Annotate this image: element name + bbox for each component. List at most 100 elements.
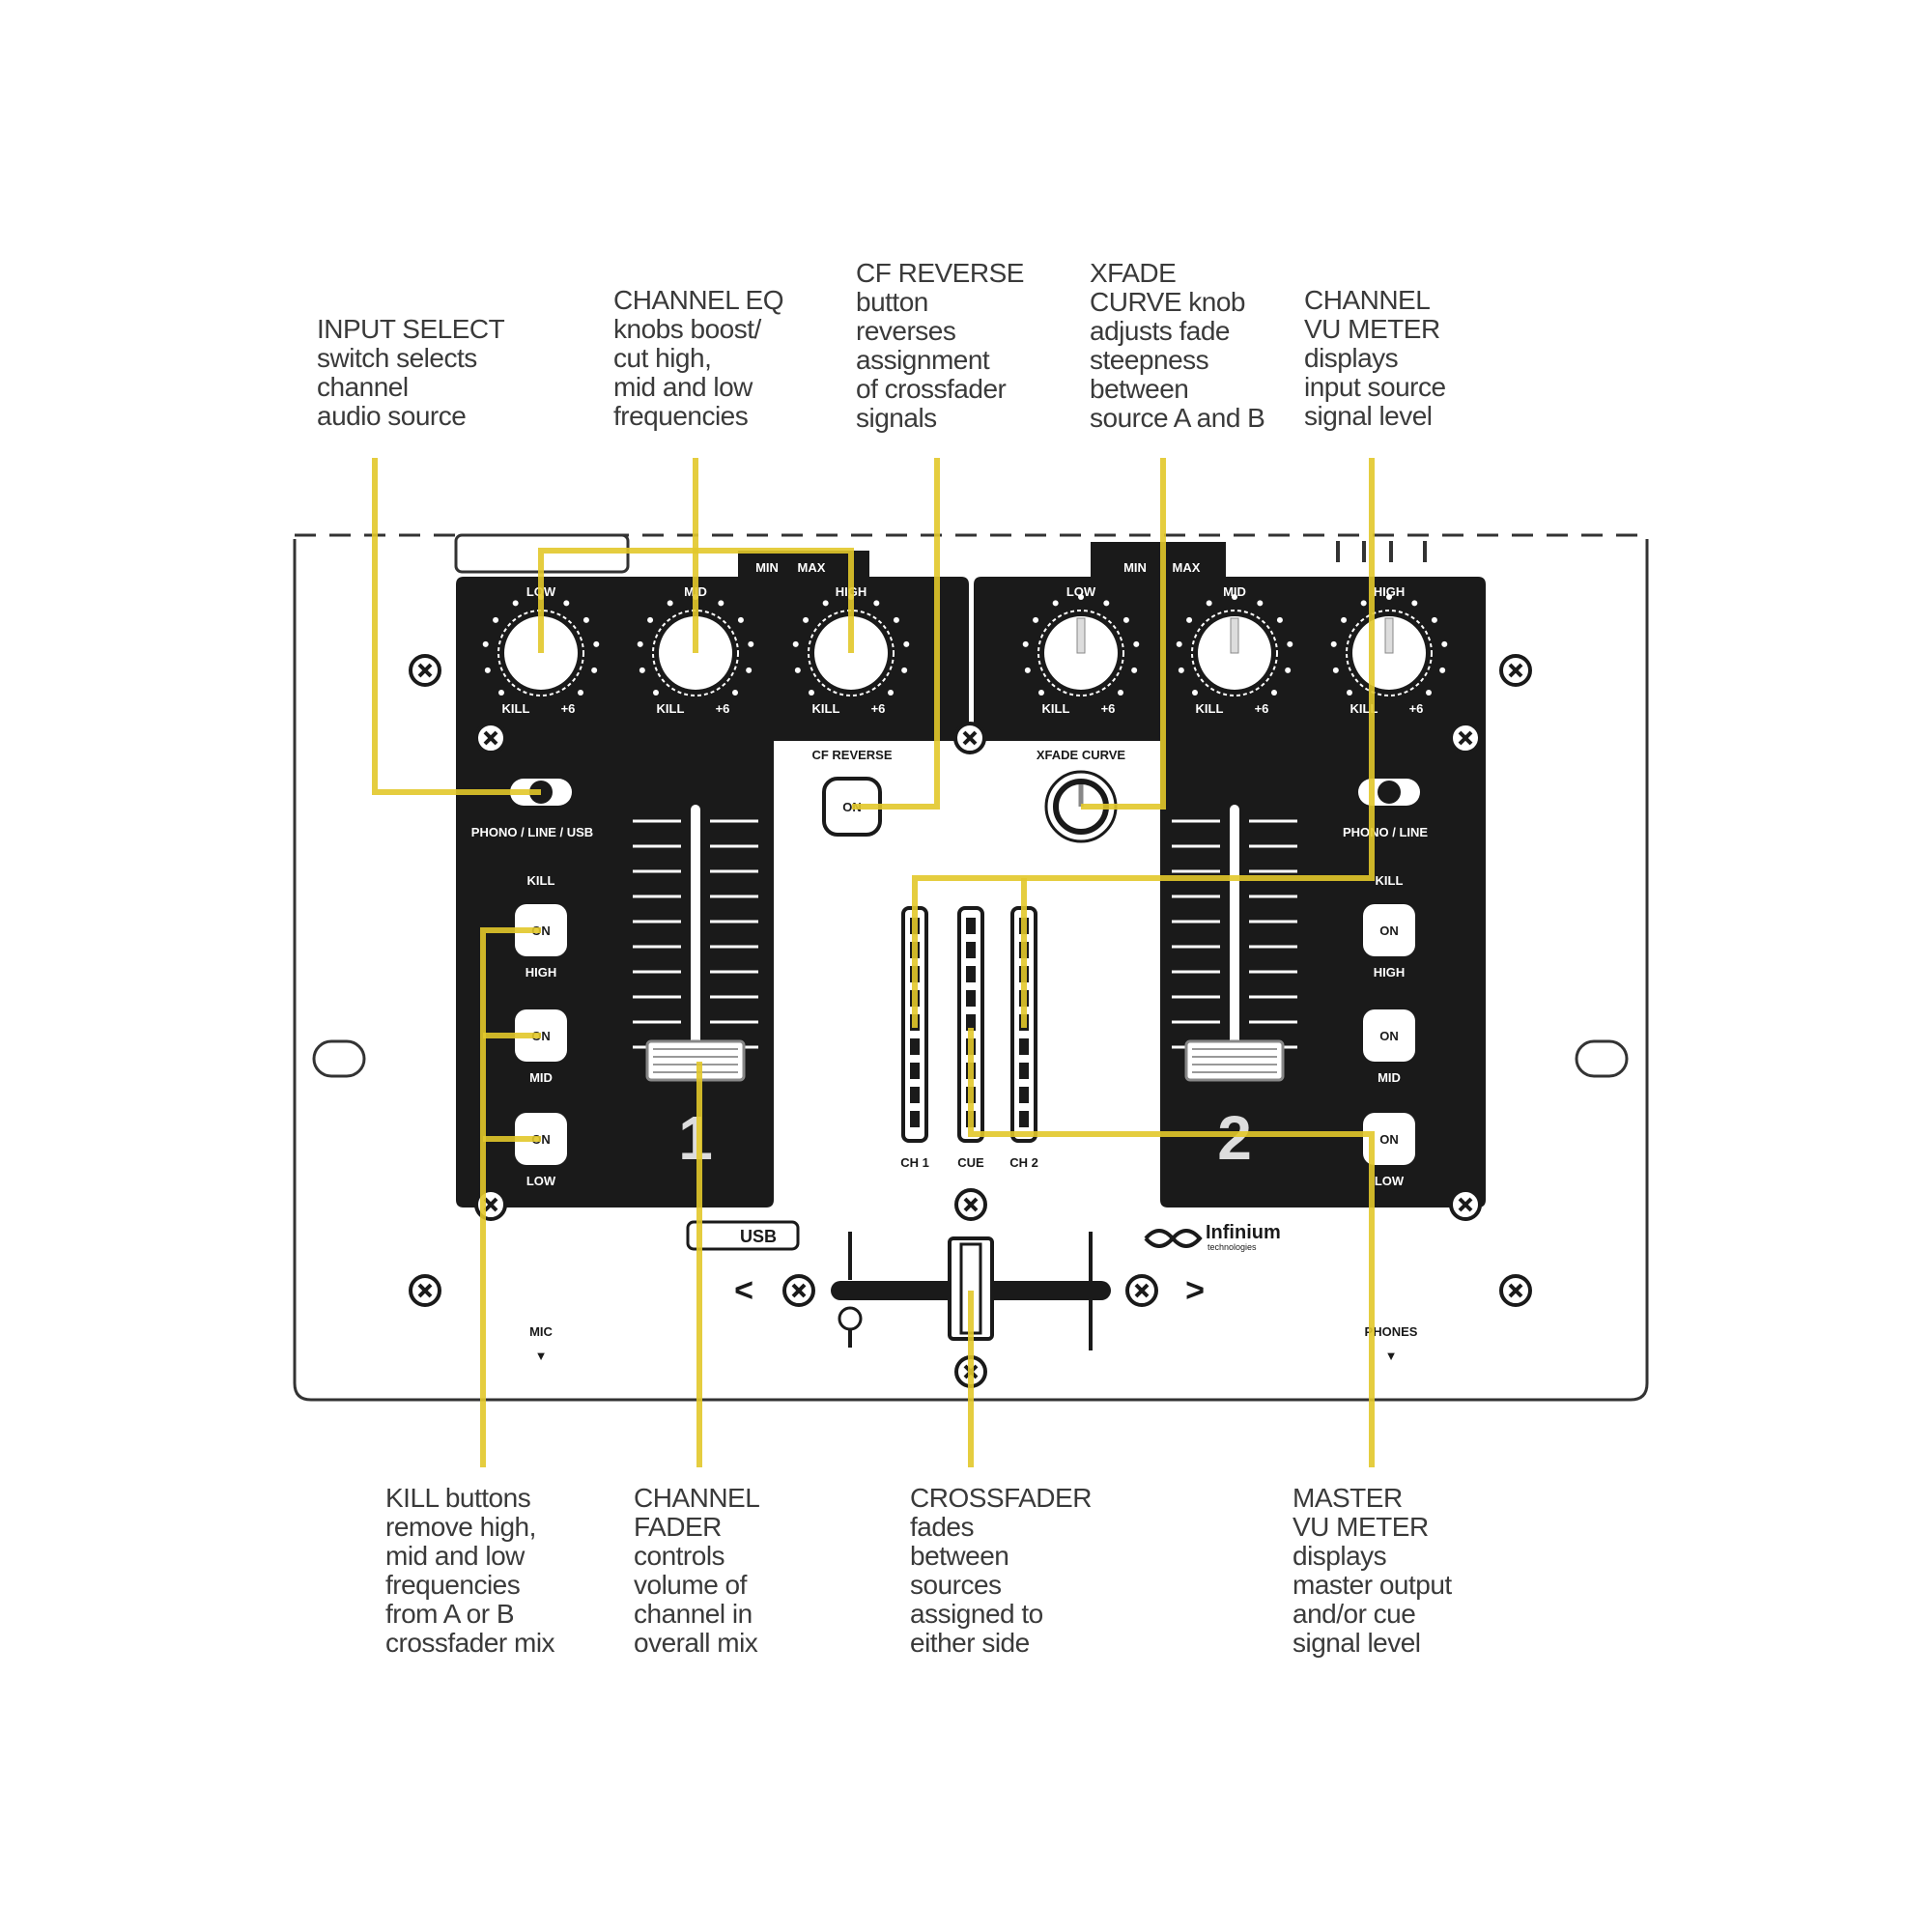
- screw-icon: [954, 1188, 987, 1221]
- knob-tick: [1332, 667, 1339, 673]
- callout-xfade-curve: [1081, 458, 1166, 810]
- annotation-line: controls: [634, 1541, 724, 1571]
- knob-tick: [1176, 640, 1182, 647]
- fader-cap[interactable]: [645, 1039, 746, 1082]
- annotation-line: button: [856, 287, 928, 317]
- knob-tick: [1178, 667, 1184, 673]
- plus-range-label: +6: [1101, 701, 1116, 716]
- knob-tick: [888, 690, 895, 696]
- knob-tick: [591, 667, 598, 673]
- knob-tick: [652, 690, 659, 696]
- knob-tick: [893, 616, 899, 623]
- annotation-line: cut high,: [613, 343, 711, 373]
- annotation-line: of crossfader: [856, 374, 1007, 404]
- annotation-line: XFADE: [1090, 258, 1176, 288]
- annotation-line: source A and B: [1090, 403, 1264, 433]
- knob-tick: [667, 600, 673, 607]
- annotation-line: FADER: [634, 1512, 722, 1542]
- kill-range-label: KILL: [812, 701, 840, 716]
- knob-tick: [1206, 600, 1212, 607]
- usb-logo: USB: [686, 1220, 800, 1251]
- annotation-line: input source: [1304, 372, 1446, 402]
- knob-tick: [1232, 594, 1237, 600]
- annotation-line: between: [1090, 374, 1188, 404]
- knob-tick: [803, 616, 810, 623]
- callout-channel-vu: [912, 458, 1375, 1028]
- annotation-line: displays: [1293, 1541, 1386, 1571]
- annotation-line: assigned to: [910, 1599, 1043, 1629]
- knob-tick: [512, 600, 519, 607]
- knob-tick: [1341, 616, 1348, 623]
- annotation-line: CF REVERSE: [856, 258, 1024, 288]
- kill-section-right: KILL: [1376, 873, 1404, 888]
- knob-tick: [873, 600, 880, 607]
- knob-tick: [1191, 690, 1198, 696]
- knob-tick: [1103, 600, 1110, 607]
- eq-knob-label: MID: [1223, 584, 1246, 599]
- annotation-line: VU METER: [1304, 314, 1440, 344]
- input-select-left-label: PHONO / LINE / USB: [471, 825, 593, 839]
- eq-knob-label: LOW: [1066, 584, 1096, 599]
- knob-tick: [639, 667, 645, 673]
- channel-fader-ch2[interactable]: [1172, 805, 1297, 1082]
- brand-sub: technologies: [1208, 1242, 1257, 1252]
- knob-tick: [1285, 667, 1292, 673]
- knob-tick: [1033, 616, 1039, 623]
- annotation-line: audio source: [317, 401, 466, 431]
- knob-tick: [746, 667, 753, 673]
- knob-tick: [484, 667, 491, 673]
- knob-tick: [647, 616, 654, 623]
- annotation-line: displays: [1304, 343, 1398, 373]
- annotation-line: reverses: [856, 316, 955, 346]
- callout-lines: [372, 458, 1375, 1467]
- max-label: MAX: [798, 560, 826, 575]
- plus-range-label: +6: [1255, 701, 1269, 716]
- knob-tick: [1186, 616, 1193, 623]
- annotation-line: volume of: [634, 1570, 748, 1600]
- kill-button-label: ON: [1379, 1132, 1399, 1147]
- kill-range-label: KILL: [502, 701, 530, 716]
- screw-icon: [953, 722, 986, 754]
- screw-icon: [1125, 1274, 1158, 1307]
- mount-slot-left: [312, 1039, 366, 1078]
- cf-reverse-label: CF REVERSE: [811, 748, 892, 762]
- kill-band-label: LOW: [526, 1174, 556, 1188]
- screw-icon: [1449, 722, 1482, 754]
- knob-tick: [1431, 616, 1437, 623]
- eq-knob-label: HIGH: [1374, 584, 1406, 599]
- callout-cf-reverse: [852, 458, 940, 810]
- input-select-switch-ch2[interactable]: [1358, 779, 1420, 806]
- kill-button-label: ON: [1379, 923, 1399, 938]
- annotation-line: CROSSFADER: [910, 1483, 1092, 1513]
- screw-icon: [409, 1274, 441, 1307]
- fader-cap[interactable]: [1184, 1039, 1285, 1082]
- knob-tick: [794, 667, 801, 673]
- knob-tick: [582, 616, 589, 623]
- channel-fader-ch1[interactable]: [633, 805, 758, 1082]
- mount-slot-right: [1575, 1039, 1629, 1078]
- min-label: MIN: [755, 560, 779, 575]
- annotation-line: fades: [910, 1512, 974, 1542]
- annotation-line: signal level: [1304, 401, 1433, 431]
- knob-tick: [482, 640, 489, 647]
- callout-channel-eq-bracket: [538, 548, 854, 653]
- annotation-line: either side: [910, 1628, 1030, 1658]
- mic-arrow-icon: ▼: [535, 1349, 548, 1363]
- knob-tick: [808, 690, 814, 696]
- kill-band-label: MID: [529, 1070, 553, 1085]
- annotation-line: between: [910, 1541, 1009, 1571]
- knob-tick: [748, 640, 754, 647]
- annotation-line: crossfader mix: [385, 1628, 555, 1658]
- annotation-line: signals: [856, 403, 937, 433]
